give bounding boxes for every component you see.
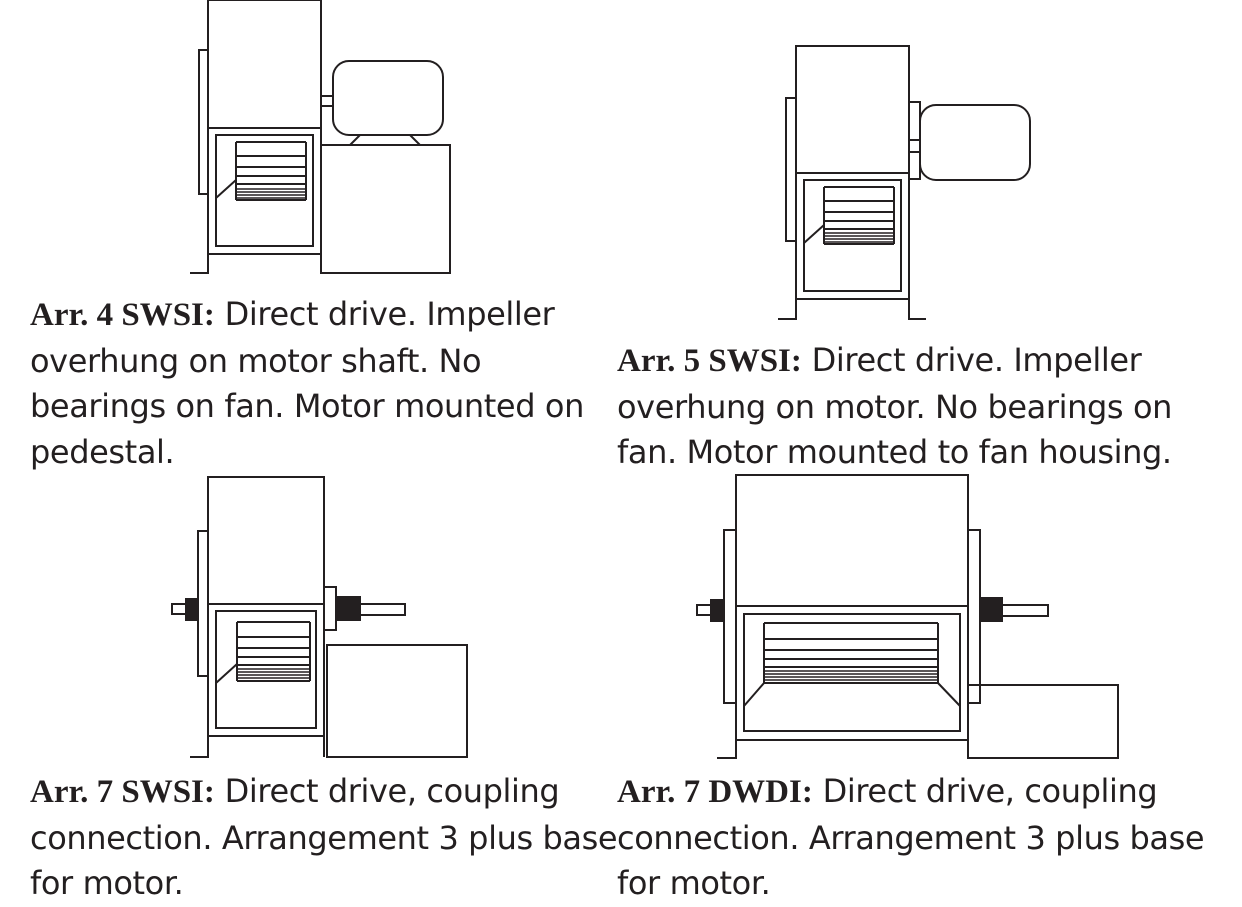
caption-line: overhung on motor shaft. No	[30, 341, 482, 380]
shaft-end-left	[696, 604, 712, 616]
caption-line: Direct drive. Impeller	[811, 341, 1142, 379]
fan-housing	[207, 0, 322, 129]
caption-line: bearings on fan. Motor mounted on	[30, 387, 584, 425]
fan-outlet-frame	[207, 603, 325, 737]
base-foot-left	[717, 740, 737, 759]
arrangement-label: Arr. 7 SWSI:	[30, 774, 215, 810]
motor-shaft	[320, 95, 334, 107]
inlet-flange-left	[723, 529, 737, 704]
arr7-swsi-drawing	[171, 476, 468, 758]
fan-housing	[735, 474, 969, 607]
inlet-flange-right	[967, 529, 981, 704]
coupling	[979, 597, 1003, 622]
base-foot-right	[908, 299, 926, 320]
fan-housing	[207, 476, 325, 605]
outlet-opening	[803, 179, 902, 292]
caption-line: connection. Arrangement 3 plus base	[30, 818, 618, 857]
coupling	[337, 596, 361, 621]
impeller-blades	[215, 621, 311, 684]
fan-housing	[795, 45, 910, 174]
base-foot	[190, 254, 209, 274]
outlet-opening	[743, 613, 961, 732]
motor-shaft	[1001, 604, 1049, 617]
arr4-swsi-drawing	[190, 0, 451, 274]
caption-line: Direct drive, coupling	[822, 772, 1158, 810]
motor-shaft	[359, 603, 406, 616]
outlet-opening	[215, 610, 317, 729]
caption-line: fan. Motor mounted to fan housing.	[617, 433, 1172, 471]
shaft-end-left	[171, 603, 187, 615]
inlet-flange	[197, 530, 209, 677]
fan-outlet-frame	[795, 172, 910, 300]
arr7-swsi-caption: Arr. 7 SWSI: Direct drive, coupling conne…	[30, 769, 618, 907]
motor	[919, 104, 1031, 181]
base-foot-left	[778, 299, 797, 320]
caption-line: Direct drive, coupling	[224, 772, 560, 810]
arrangement-label: Arr. 5 SWSI:	[617, 343, 802, 379]
inlet-flange	[785, 97, 797, 242]
caption-line: Direct drive. Impeller	[224, 295, 555, 333]
arrangement-label: Arr. 7 DWDI:	[617, 774, 813, 810]
arrangement-label: Arr. 4 SWSI:	[30, 297, 215, 333]
bearing-left	[710, 599, 725, 622]
impeller-blades	[803, 186, 895, 245]
caption-line: pedestal.	[30, 432, 175, 471]
motor	[332, 60, 444, 136]
bearing-left	[185, 598, 199, 621]
arr7-dwdi-caption: Arr. 7 DWDI: Direct drive, coupling conne…	[617, 769, 1205, 907]
caption-line: connection. Arrangement 3 plus base	[617, 818, 1205, 857]
motor-pedestal	[320, 144, 451, 274]
impeller-blades	[215, 141, 307, 201]
fan-outlet-frame	[735, 605, 969, 741]
caption-line: for motor.	[30, 864, 184, 902]
inlet-flange	[198, 49, 209, 195]
motor-mount	[349, 134, 421, 146]
impeller-blades	[743, 622, 961, 707]
arr5-swsi-caption: Arr. 5 SWSI: Direct drive. Impeller overh…	[617, 338, 1172, 476]
arr5-swsi-drawing	[778, 45, 1031, 320]
bearing-plate	[323, 586, 337, 631]
arr4-swsi-caption: Arr. 4 SWSI: Direct drive. Impeller overh…	[30, 292, 584, 475]
motor	[326, 644, 468, 758]
caption-line: overhung on motor. No bearings on	[617, 387, 1173, 426]
base-foot-left	[190, 736, 209, 758]
motor	[967, 684, 1119, 759]
caption-line: for motor.	[617, 864, 771, 902]
arr7-dwdi-drawing	[696, 474, 1119, 759]
outlet-opening	[215, 134, 314, 247]
